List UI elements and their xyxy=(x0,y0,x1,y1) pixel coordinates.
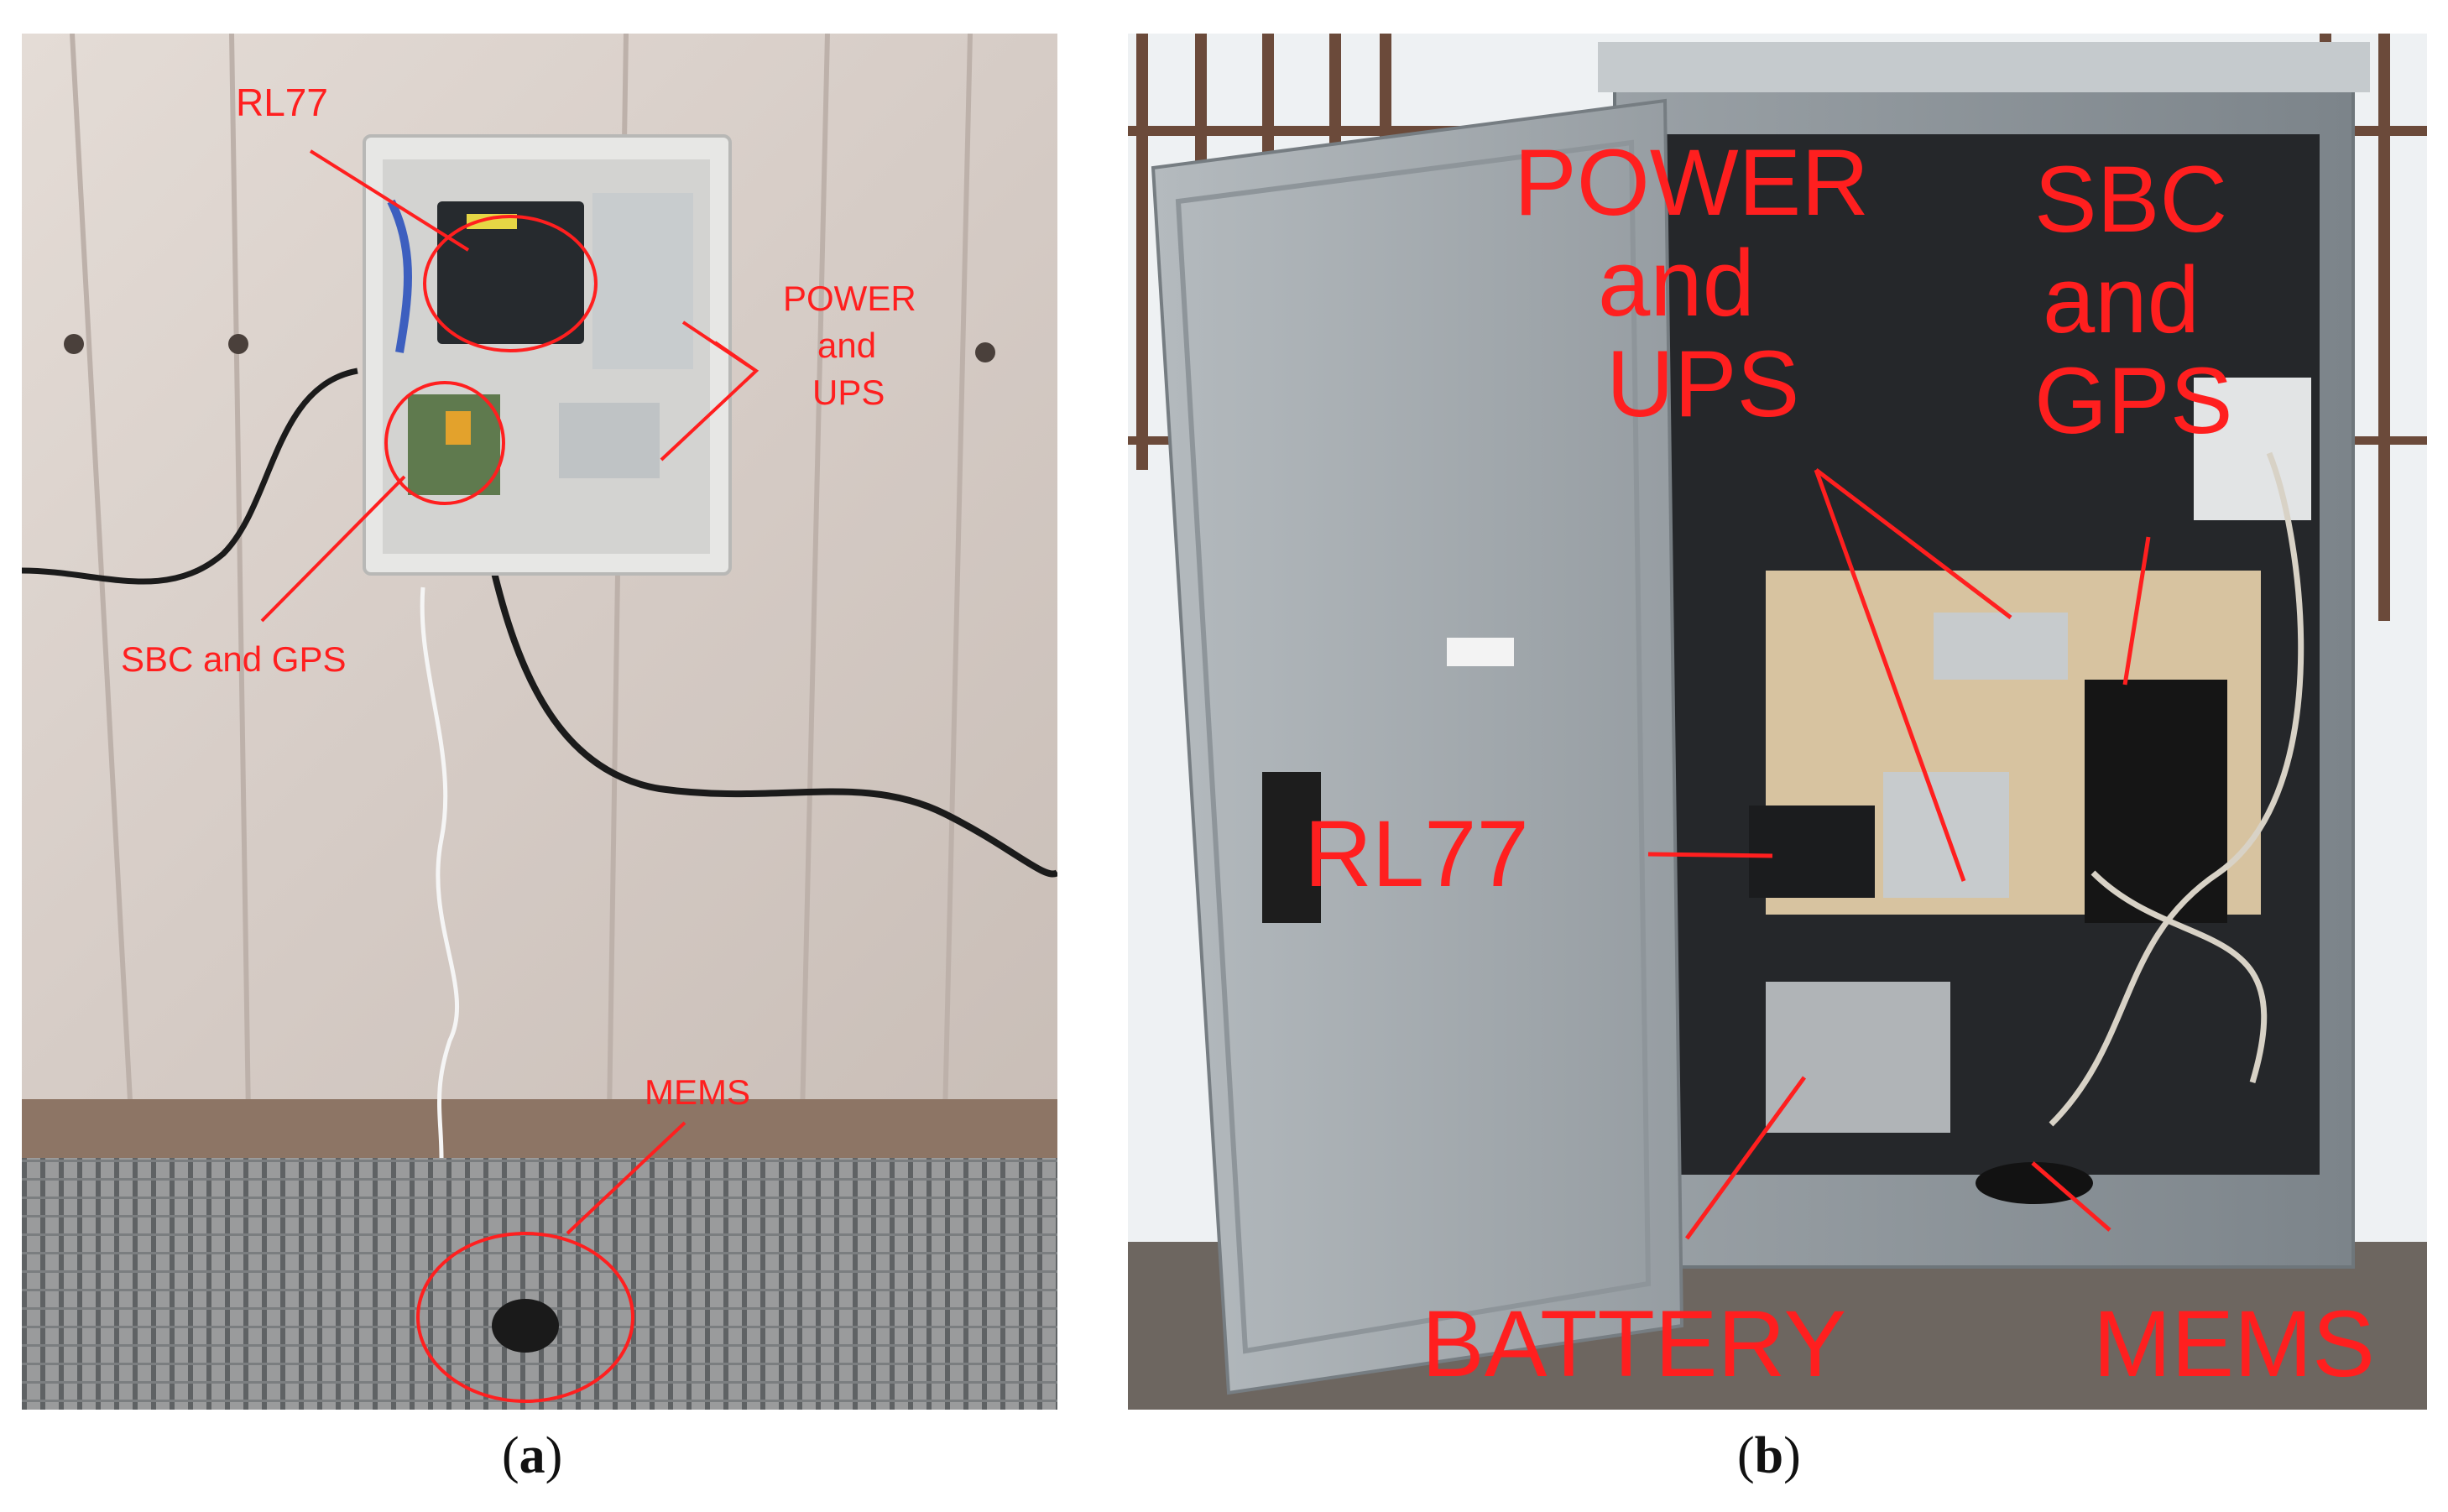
wall-holes xyxy=(64,334,995,362)
label-b-sbc-3: GPS xyxy=(2034,348,2233,453)
black-cable-left xyxy=(22,368,358,585)
label-b-mems: MEMS xyxy=(2093,1291,2375,1396)
power-supply-top xyxy=(1934,613,2068,680)
label-a-power-2: and xyxy=(817,326,876,365)
mems-device xyxy=(1976,1162,2093,1204)
annotation-lines-b xyxy=(1647,468,2151,1240)
white-cable xyxy=(420,587,459,1159)
photo-a: RL77 POWER and UPS SBC and GPS MEMS xyxy=(22,34,1057,1410)
caption-b: (b) xyxy=(1737,1427,1801,1484)
battery xyxy=(1766,982,1950,1133)
mems-sensor xyxy=(492,1299,559,1353)
label-b-battery: BATTERY xyxy=(1422,1291,1846,1396)
label-a-sbc-gps: SBC and GPS xyxy=(121,639,346,679)
label-b-power-1: POWER xyxy=(1514,130,1869,235)
wall-enclosure xyxy=(363,134,732,576)
caption-a: (a) xyxy=(502,1427,563,1484)
caption-b-letter: b xyxy=(1754,1427,1784,1484)
annotation-shapes-a xyxy=(260,149,759,1403)
cabinet-roof xyxy=(1598,42,2370,92)
breaker-box xyxy=(2194,378,2311,520)
door-latch xyxy=(1262,772,1321,923)
interior-cables xyxy=(2049,451,2304,1127)
photo-panel-b: POWER and UPS SBC and GPS RL77 BATTERY M… xyxy=(1128,34,2427,1410)
label-b-sbc-1: SBC xyxy=(2034,147,2227,252)
floor-grate xyxy=(22,1158,1057,1410)
label-a-rl77: RL77 xyxy=(236,81,328,124)
photo-panel-a: RL77 POWER and UPS SBC and GPS MEMS xyxy=(22,34,1057,1410)
label-a-mems: MEMS xyxy=(645,1072,750,1112)
photo-b: POWER and UPS SBC and GPS RL77 BATTERY M… xyxy=(1128,34,2427,1410)
door-inner-frame xyxy=(1175,139,1652,1354)
caption-a-letter: a xyxy=(519,1427,545,1484)
label-b-power-2: and xyxy=(1598,231,1755,336)
label-a-power-1: POWER xyxy=(783,279,916,318)
black-cable-right xyxy=(488,561,1057,878)
rl77-device xyxy=(1749,806,1875,898)
cabinet-door xyxy=(1151,98,1684,1395)
label-b-rl77: RL77 xyxy=(1304,801,1529,906)
door-sticker xyxy=(1447,638,1514,666)
label-b-sbc-2: and xyxy=(2043,248,2200,352)
label-b-power-3: UPS xyxy=(1606,331,1799,436)
label-a-power-3: UPS xyxy=(812,373,885,412)
